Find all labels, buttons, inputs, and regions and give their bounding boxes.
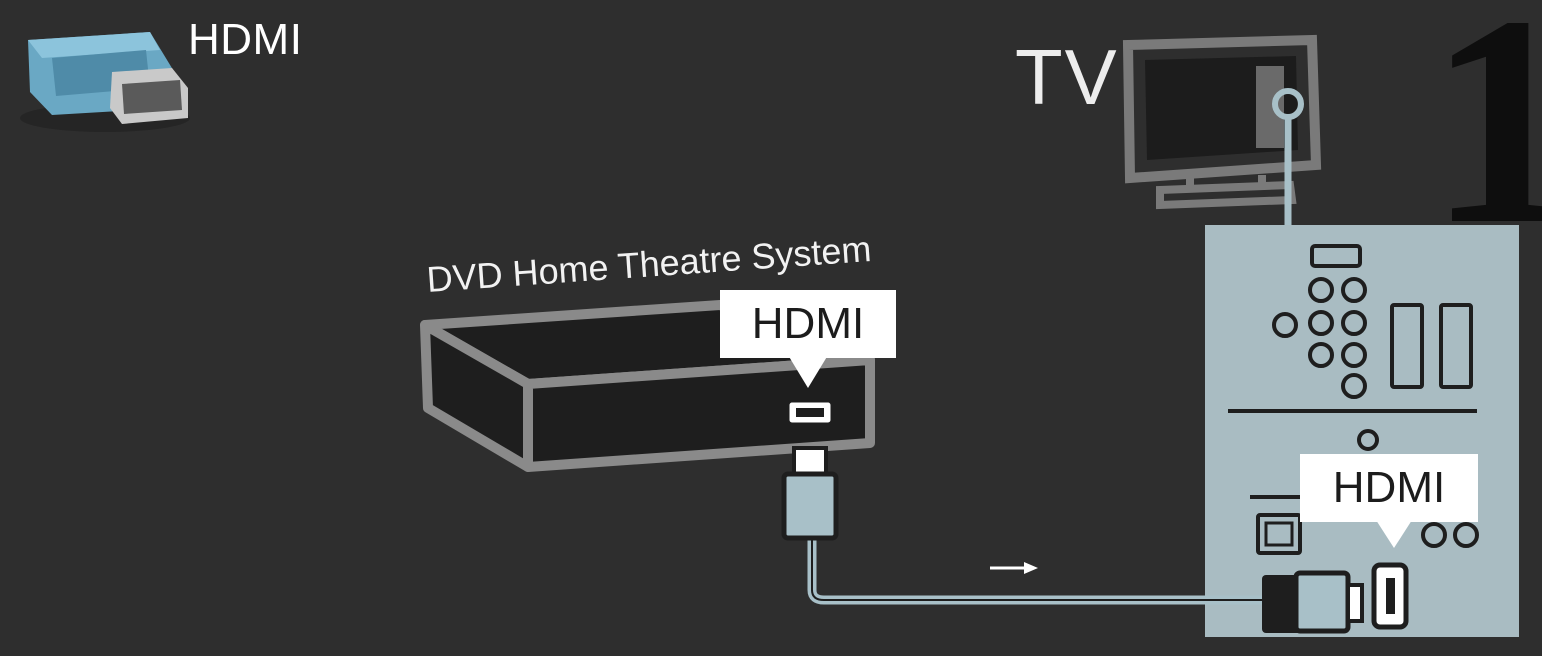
step-number: 1 [1428, 0, 1542, 286]
tv-connection-panel [1205, 225, 1519, 637]
hdmi-plug-icon [20, 32, 190, 132]
hdmi-connector-label: HDMI [188, 15, 303, 64]
dvd-hdmi-port-callout: HDMI [720, 290, 896, 358]
hdmi-cable [781, 446, 1364, 634]
tv-icon [1122, 34, 1322, 210]
flow-arrow-icon [990, 562, 1038, 574]
tv-label: TV [1015, 33, 1119, 121]
tv-hdmi-port-callout: HDMI [1300, 454, 1478, 522]
